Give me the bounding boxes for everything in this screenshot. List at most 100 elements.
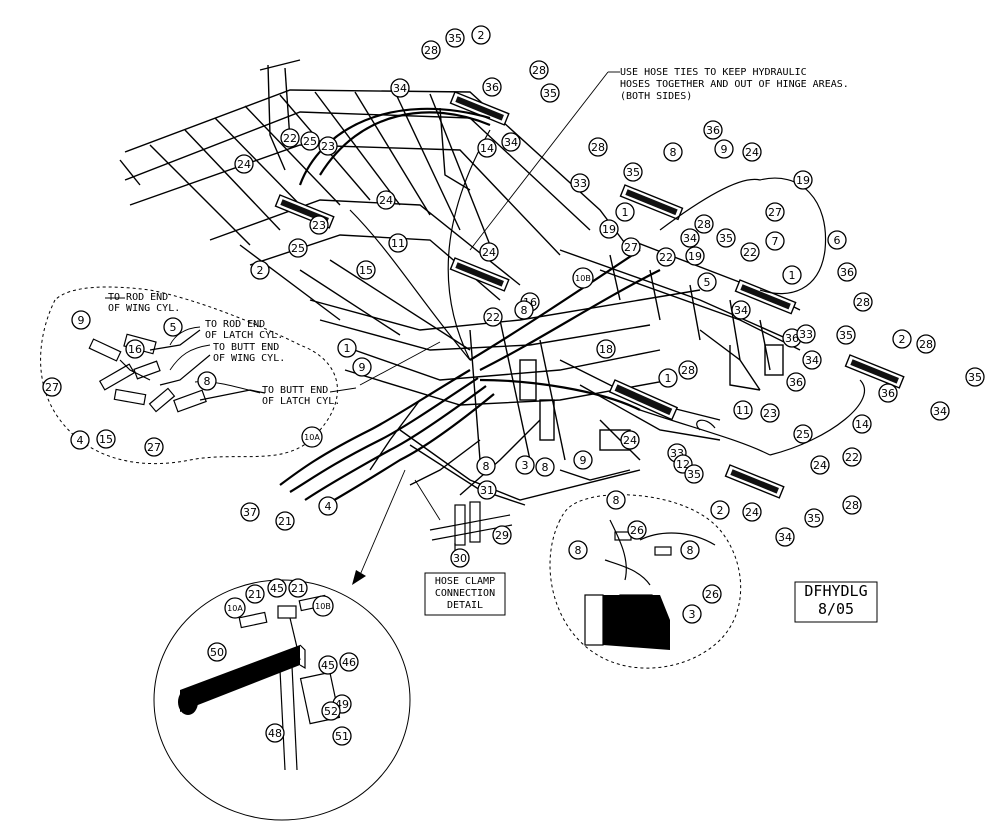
callout-circle	[421, 40, 441, 60]
callout-label: 5	[170, 321, 177, 334]
callout-circle	[70, 430, 90, 450]
callout-24: 24	[376, 190, 396, 210]
callout-label: 52	[324, 705, 338, 718]
callout-34: 34	[802, 350, 822, 370]
callout-label: 28	[919, 338, 933, 351]
callout-label: 23	[763, 407, 777, 420]
callout-circle	[250, 260, 270, 280]
callout-2: 2	[471, 25, 491, 45]
callout-19: 19	[793, 170, 813, 190]
callout-circle	[332, 726, 352, 746]
callout-8: 8	[476, 456, 496, 476]
callout-37: 37	[240, 502, 260, 522]
callout-circle	[352, 357, 372, 377]
callout-circle	[742, 502, 762, 522]
callout-2: 2	[250, 260, 270, 280]
callout-24: 24	[620, 430, 640, 450]
callout-circle	[697, 272, 717, 292]
callout-34: 34	[680, 228, 700, 248]
callout-30: 30	[450, 548, 470, 568]
callout-36: 36	[703, 120, 723, 140]
callout-label: 21	[278, 515, 292, 528]
callout-35: 35	[445, 28, 465, 48]
callout-24: 24	[742, 502, 762, 522]
callout-2: 2	[710, 500, 730, 520]
hydraulic-cylinders	[274, 91, 905, 499]
callout-27: 27	[621, 237, 641, 257]
callout-circle	[224, 597, 246, 619]
callout-circle	[599, 219, 619, 239]
callout-15: 15	[96, 429, 116, 449]
svg-text:OF LATCH CYL.: OF LATCH CYL.	[262, 396, 340, 407]
callout-label: 35	[839, 329, 853, 342]
callout-circle	[837, 262, 857, 282]
callout-label: 10A	[227, 604, 243, 613]
callout-51: 51	[332, 726, 352, 746]
callout-circle	[339, 652, 359, 672]
callout-circle	[710, 500, 730, 520]
callout-circle	[714, 139, 734, 159]
callout-label: 4	[77, 434, 84, 447]
callout-label: 18	[599, 343, 613, 356]
svg-text:8/05: 8/05	[818, 600, 854, 618]
callout-label: 25	[291, 242, 305, 255]
callout-circle	[267, 578, 287, 598]
callout-22: 22	[483, 307, 503, 327]
callout-circle	[471, 25, 491, 45]
callout-circle	[733, 400, 753, 420]
callout-circle	[376, 190, 396, 210]
callout-8: 8	[535, 457, 555, 477]
callout-circle	[606, 490, 626, 510]
callout-label: 35	[687, 468, 701, 481]
callout-label: 1	[665, 372, 672, 385]
callout-circle	[596, 339, 616, 359]
callout-circle	[390, 78, 410, 98]
callout-25: 25	[300, 131, 320, 151]
callout-circle	[234, 154, 254, 174]
callout-28: 28	[853, 292, 873, 312]
callout-label: 27	[45, 381, 59, 394]
callout-label: 10B	[575, 274, 591, 283]
callout-9: 9	[714, 139, 734, 159]
callout-7: 7	[765, 231, 785, 251]
callout-26: 26	[702, 584, 722, 604]
callout-circle	[514, 300, 534, 320]
svg-text:TO BUTT END: TO BUTT END	[262, 385, 328, 396]
callout-10a: 10A	[224, 597, 246, 619]
callout-45: 45	[267, 578, 287, 598]
callout-34: 34	[501, 132, 521, 152]
callout-circle	[125, 339, 145, 359]
callout-label: 36	[840, 266, 854, 279]
callout-circle	[96, 429, 116, 449]
callout-circle	[337, 338, 357, 358]
callout-23: 23	[318, 136, 338, 156]
callout-52: 52	[321, 701, 341, 721]
callout-label: 14	[480, 142, 494, 155]
callout-label: 11	[736, 404, 750, 417]
callout-circle	[309, 215, 329, 235]
callout-label: 35	[968, 371, 982, 384]
callout-label: 28	[591, 141, 605, 154]
valve-detail-notes: TO ROD END OF WING CYL. TO ROD END OF LA…	[108, 292, 340, 407]
svg-text:OF LATCH CYL.: OF LATCH CYL.	[205, 330, 283, 341]
callout-46: 46	[339, 652, 359, 672]
callout-circle	[476, 456, 496, 476]
callout-label: 46	[342, 656, 356, 669]
callout-circle	[207, 642, 227, 662]
callout-14: 14	[852, 414, 872, 434]
callout-label: 36	[706, 124, 720, 137]
callout-label: 3	[522, 459, 529, 472]
callout-8: 8	[663, 142, 683, 162]
callout-19: 19	[599, 219, 619, 239]
callout-circle	[916, 334, 936, 354]
callout-label: 1	[622, 206, 629, 219]
svg-text:OF WING CYL.: OF WING CYL.	[108, 303, 180, 314]
callout-27: 27	[765, 202, 785, 222]
callout-label: 26	[705, 588, 719, 601]
callout-label: 9	[580, 454, 587, 467]
callout-circle	[703, 120, 723, 140]
callout-33: 33	[570, 173, 590, 193]
callout-label: 26	[630, 524, 644, 537]
callout-label: 19	[602, 223, 616, 236]
callout-label: 23	[321, 140, 335, 153]
